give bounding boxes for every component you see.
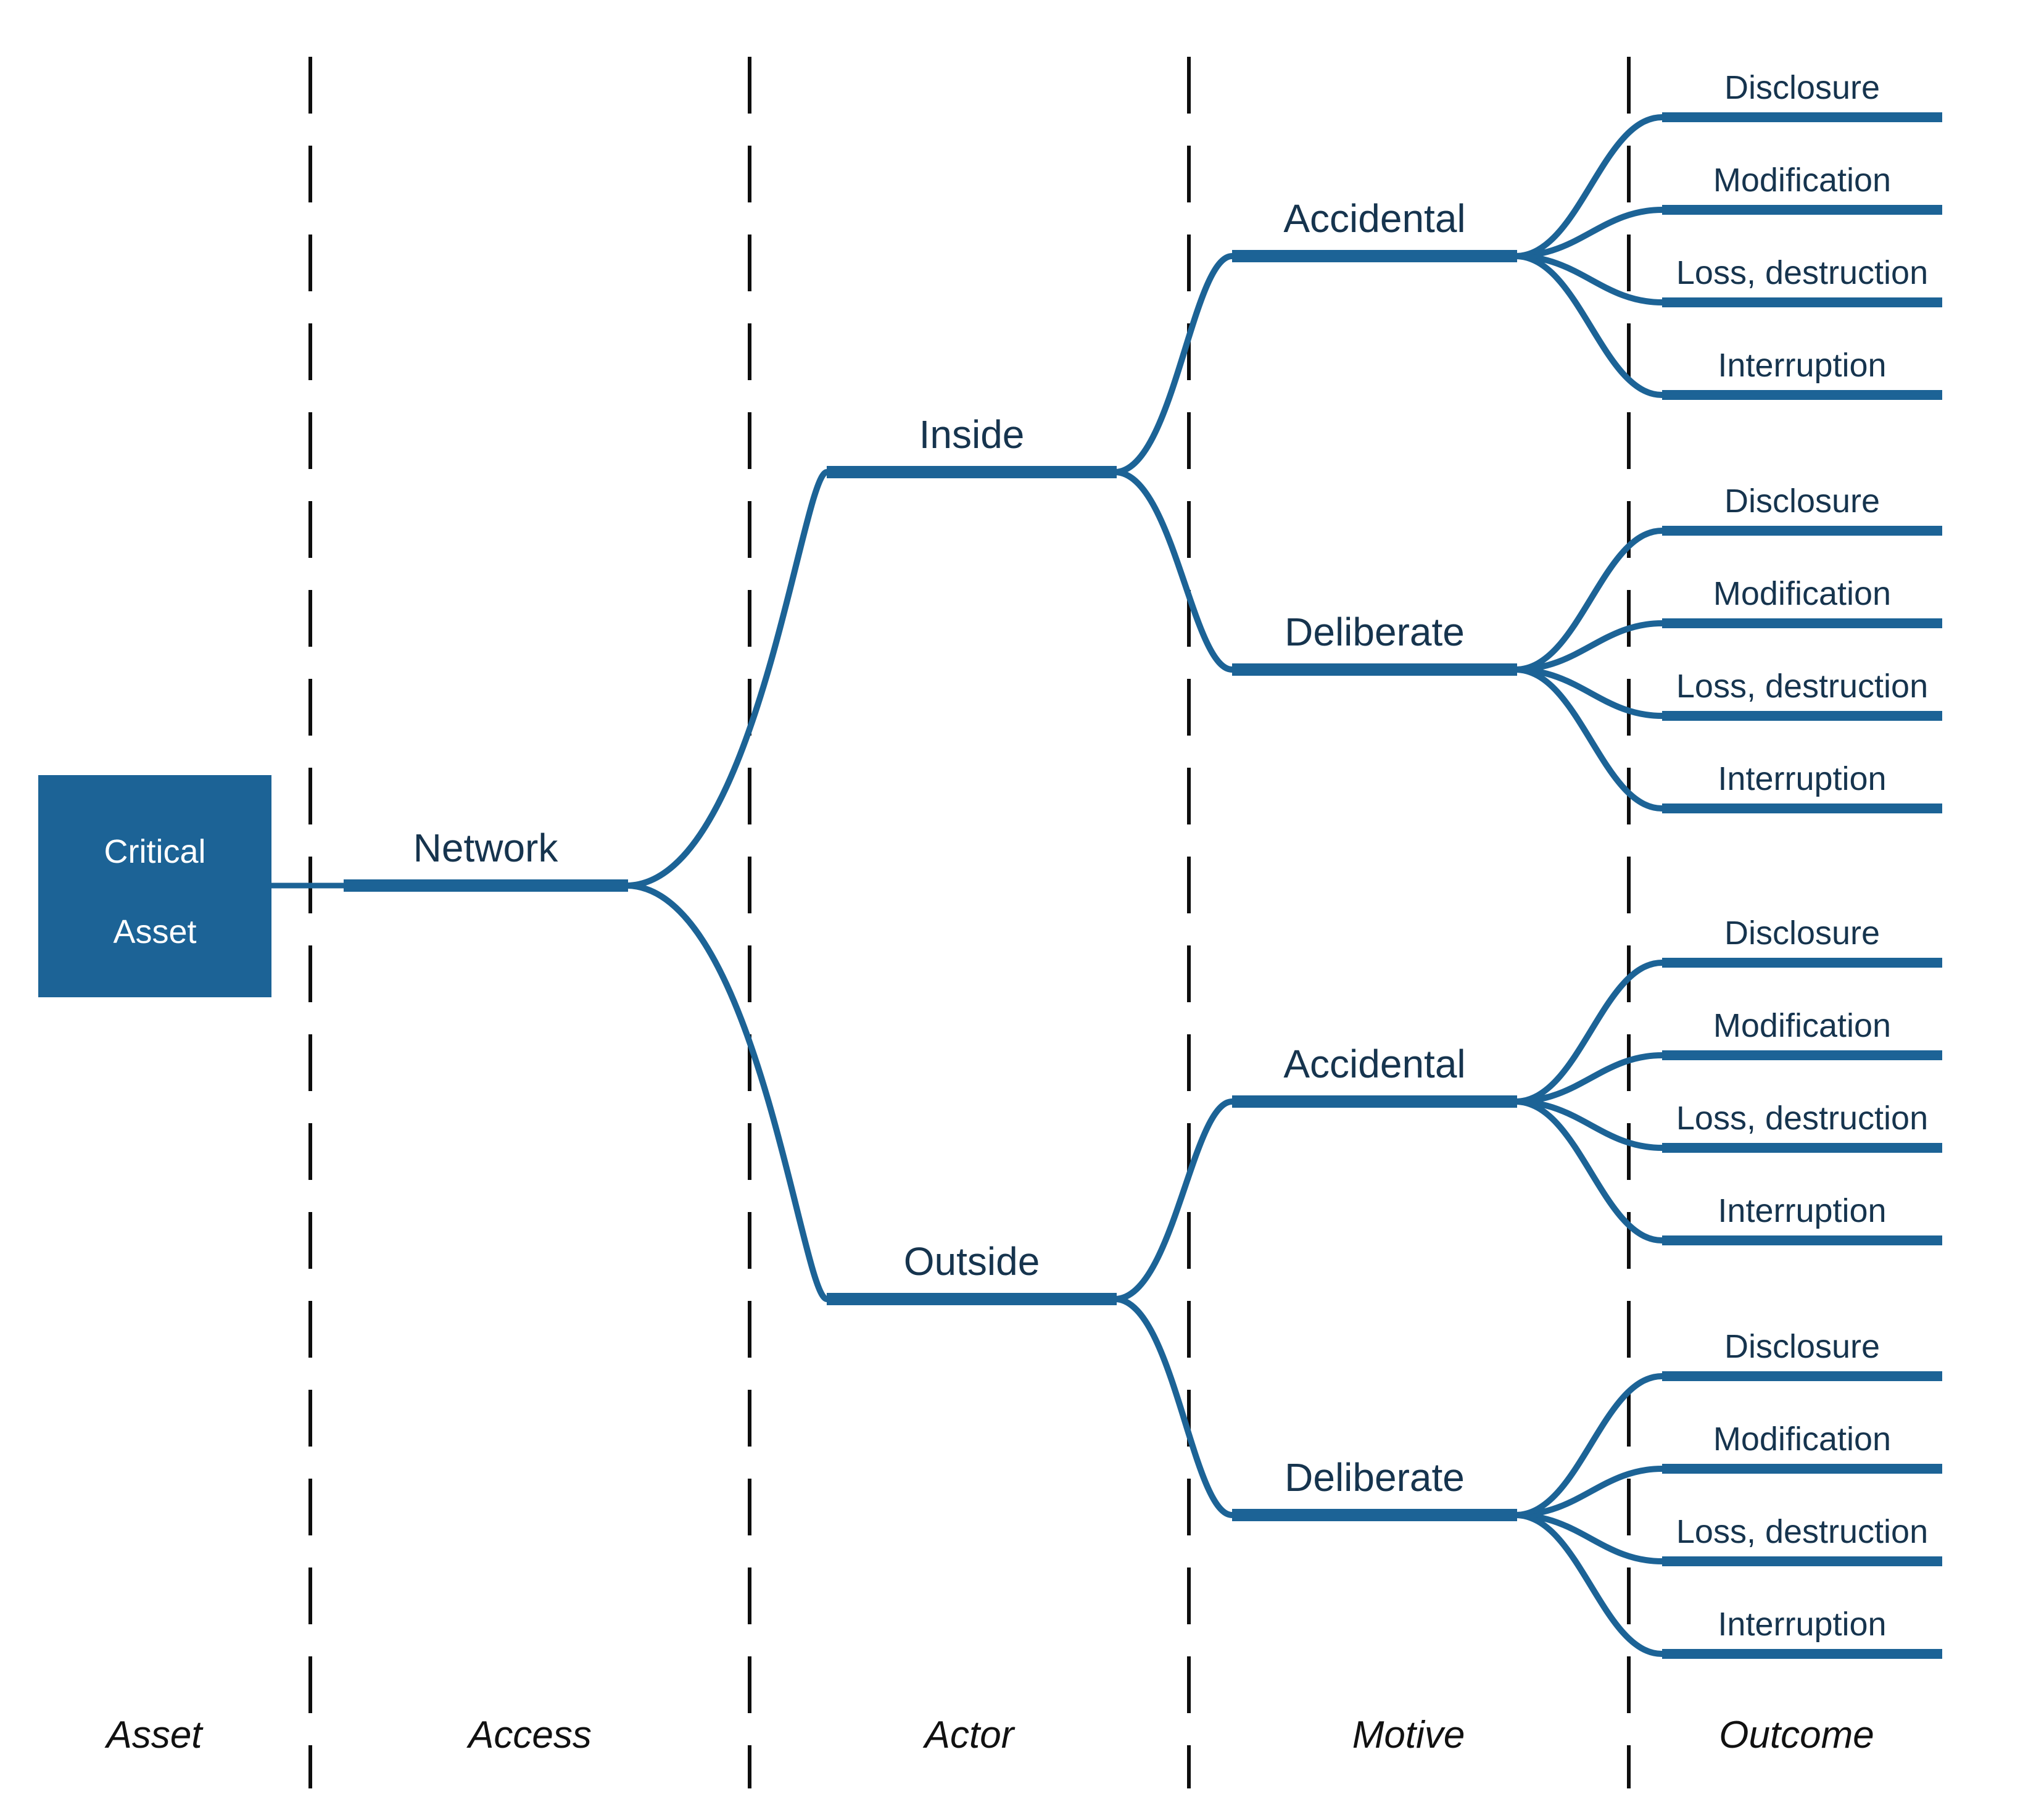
outcome-label: Interruption	[1718, 1192, 1886, 1229]
column-label-access: Access	[466, 1714, 592, 1756]
outcome-label: Modification	[1713, 1007, 1891, 1044]
outcome-label: Interruption	[1718, 347, 1886, 384]
outcome-label: Loss, destruction	[1676, 1513, 1928, 1550]
outcome-label: Disclosure	[1724, 69, 1880, 106]
outcome-label: Loss, destruction	[1676, 668, 1928, 705]
inside-to-accidental-curve	[1114, 253, 1233, 475]
outcome-curve	[1515, 666, 1663, 812]
column-label-outcome: Outcome	[1719, 1714, 1874, 1756]
inside-label: Inside	[919, 412, 1025, 457]
outcome-label: Disclosure	[1724, 915, 1880, 952]
critical-asset-label-line2: Asset	[113, 913, 196, 950]
outcome-label: Disclosure	[1724, 483, 1880, 520]
outside-to-deliberate-curve	[1114, 1296, 1233, 1518]
outcome-curve	[1515, 1052, 1663, 1105]
inside-deliberate-label: Deliberate	[1285, 610, 1465, 654]
outside-accidental-label: Accidental	[1283, 1042, 1465, 1086]
outcome-curve	[1515, 1466, 1663, 1518]
outcome-curve	[1515, 1098, 1663, 1151]
outside-deliberate-label: Deliberate	[1285, 1455, 1465, 1500]
critical-asset-label-line1: Critical	[104, 833, 205, 870]
column-label-asset: Asset	[104, 1714, 204, 1756]
inside-accidental-label: Accidental	[1283, 196, 1465, 241]
network-to-outside-curve	[626, 882, 829, 1302]
inside-to-deliberate-curve	[1114, 469, 1233, 673]
outcome-curve	[1515, 528, 1663, 673]
outcome-curve	[1515, 1373, 1663, 1518]
outcome-label: Interruption	[1718, 760, 1886, 797]
outcome-label: Modification	[1713, 1421, 1891, 1458]
outcome-curve	[1515, 253, 1663, 398]
outcome-label: Modification	[1713, 162, 1891, 199]
outcome-curve	[1515, 207, 1663, 259]
outcome-label: Loss, destruction	[1676, 254, 1928, 291]
outcome-curve	[1515, 666, 1663, 719]
outcome-curve	[1515, 253, 1663, 305]
outside-label: Outside	[904, 1239, 1040, 1284]
outside-to-accidental-curve	[1114, 1098, 1233, 1302]
outcome-label: Interruption	[1718, 1606, 1886, 1643]
outcome-label: Disclosure	[1724, 1328, 1880, 1365]
network-label: Network	[413, 826, 559, 870]
outcome-curve	[1515, 1512, 1663, 1564]
outcome-label: Modification	[1713, 575, 1891, 612]
outcome-curve	[1515, 114, 1663, 259]
column-label-actor: Actor	[922, 1714, 1016, 1756]
column-label-motive: Motive	[1352, 1714, 1465, 1756]
outcome-curve	[1515, 620, 1663, 673]
network-to-inside-curve	[626, 469, 829, 889]
outcome-curve	[1515, 1098, 1663, 1244]
outcome-label: Loss, destruction	[1676, 1100, 1928, 1137]
outcome-curve	[1515, 1512, 1663, 1657]
outcome-curve	[1515, 960, 1663, 1105]
critical-asset-box	[38, 775, 271, 997]
